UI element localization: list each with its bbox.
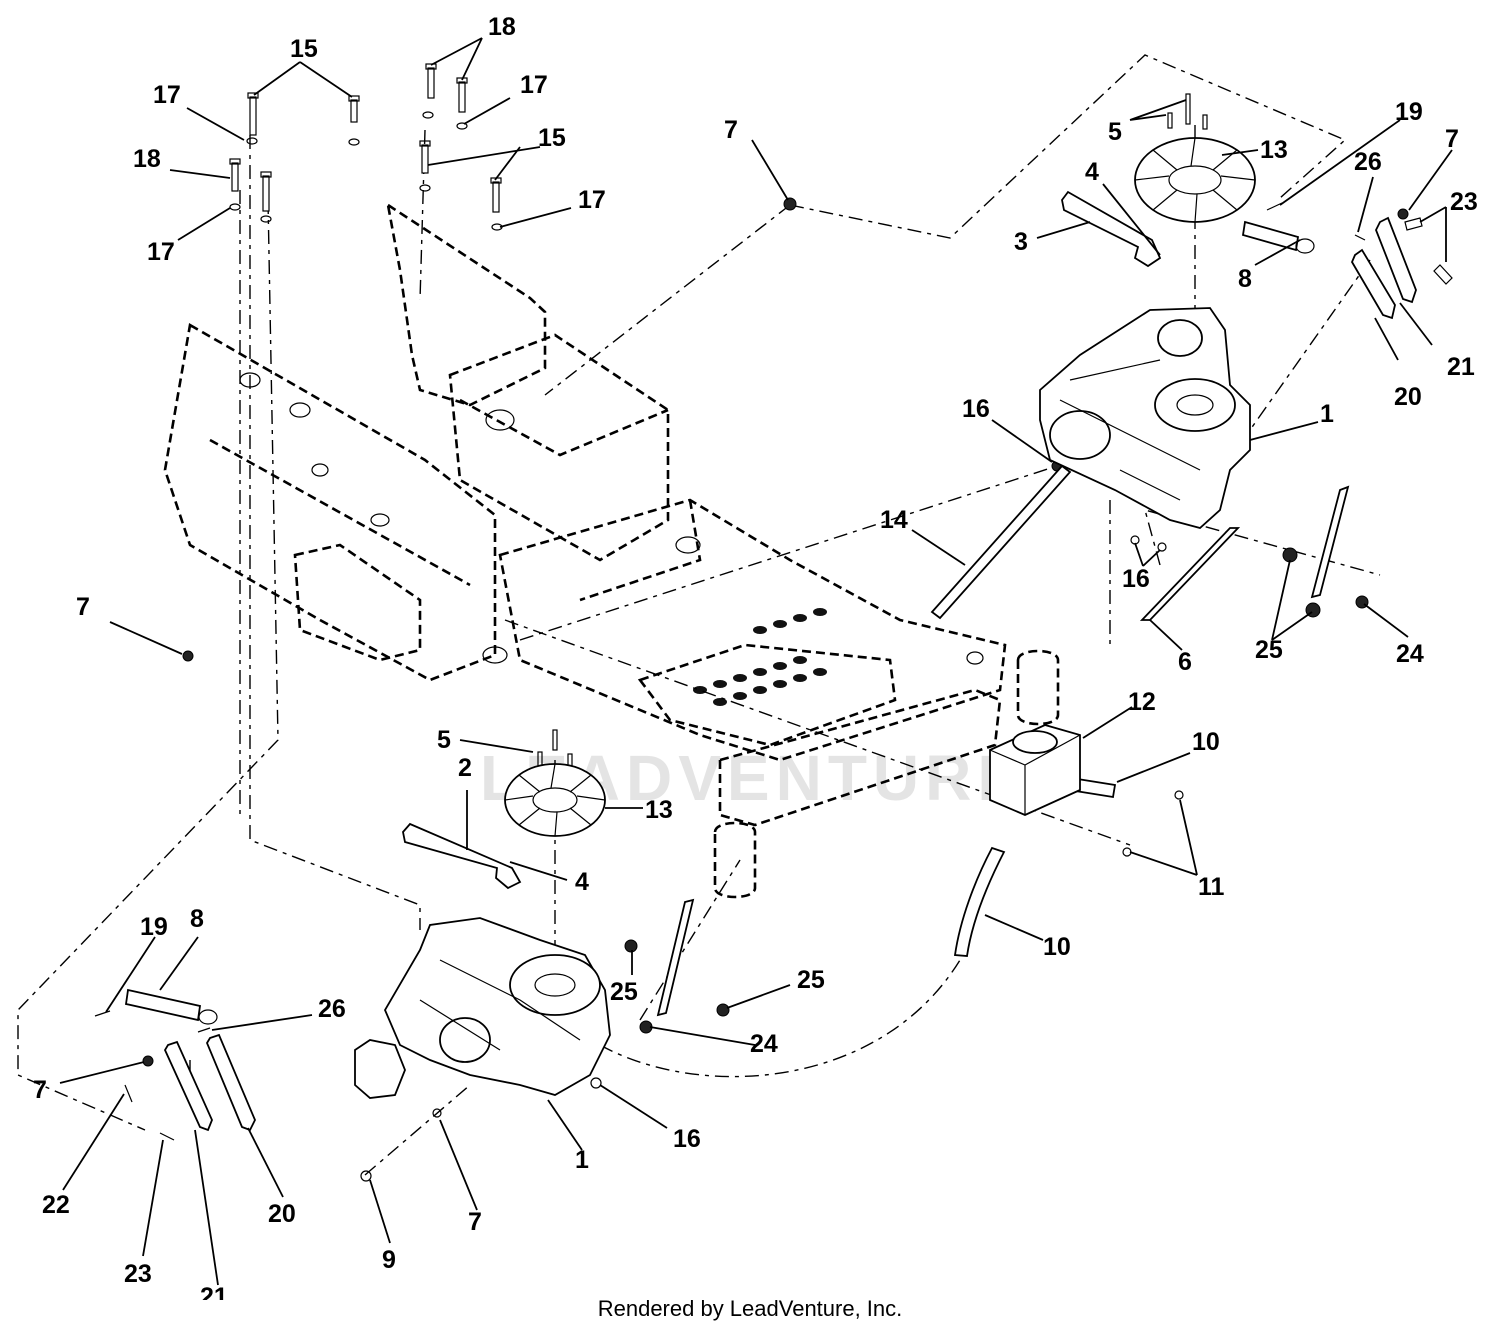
callout-15: 15 (538, 124, 566, 152)
callout-20: 20 (1394, 383, 1422, 411)
footer-credit: Rendered by LeadVenture, Inc. (597, 1296, 903, 1321)
callout-3: 3 (1014, 228, 1028, 256)
callout-14: 14 (880, 506, 908, 534)
callout-23: 23 (124, 1260, 152, 1288)
callout-15: 15 (290, 35, 318, 63)
fans (504, 137, 1256, 837)
callout-18: 18 (133, 145, 161, 173)
callout-21: 21 (200, 1283, 228, 1300)
callout-12: 12 (1128, 688, 1156, 716)
callout-13: 13 (645, 796, 673, 824)
callout-19: 19 (140, 913, 168, 941)
callout-24: 24 (1396, 640, 1424, 668)
callout-1: 1 (1320, 400, 1334, 428)
callout-7: 7 (33, 1076, 47, 1104)
callout-17: 17 (520, 71, 548, 99)
transaxles (354, 307, 1251, 1099)
callout-18: 18 (488, 13, 516, 41)
callout-16: 16 (673, 1125, 701, 1153)
callout-23: 23 (1450, 188, 1478, 216)
callout-21: 21 (1447, 353, 1475, 381)
callout-16: 16 (962, 395, 990, 423)
callout-25: 25 (797, 966, 825, 994)
callout-19: 19 (1395, 98, 1423, 126)
callout-7: 7 (724, 116, 738, 144)
callout-24: 24 (750, 1030, 778, 1058)
oil-reservoir-12 (989, 724, 1081, 816)
callout-16: 16 (1122, 565, 1150, 593)
callout-8: 8 (1238, 265, 1252, 293)
callout-13: 13 (1260, 136, 1288, 164)
callout-labels: 15 18 17 17 18 17 15 17 7 5 13 19 7 26 2… (33, 13, 1478, 1300)
callout-7: 7 (468, 1208, 482, 1236)
callout-10: 10 (1192, 728, 1220, 756)
callout-10: 10 (1043, 933, 1071, 961)
callout-25: 25 (1255, 636, 1283, 664)
assembly-lines (17, 54, 1381, 1176)
callout-5: 5 (1108, 118, 1122, 146)
hardware (94, 63, 1453, 1182)
callout-17: 17 (153, 81, 181, 109)
callout-20: 20 (268, 1200, 296, 1228)
linkages (124, 216, 1417, 1132)
callout-7: 7 (76, 593, 90, 621)
callout-1: 1 (575, 1146, 589, 1174)
callout-5: 5 (437, 726, 451, 754)
callout-11: 11 (1198, 873, 1225, 901)
callout-22: 22 (42, 1191, 70, 1219)
callout-2: 2 (458, 754, 472, 782)
callout-26: 26 (1354, 148, 1382, 176)
callout-4: 4 (1085, 158, 1099, 186)
callout-7: 7 (1445, 125, 1459, 153)
callout-17: 17 (578, 186, 606, 214)
parts-diagram: LEADVENTURE (17, 13, 1478, 1300)
callout-17: 17 (147, 238, 175, 266)
leader-lines (59, 37, 1453, 1286)
callout-25: 25 (610, 978, 638, 1006)
callout-9: 9 (382, 1246, 396, 1274)
callout-6: 6 (1178, 648, 1192, 676)
callout-26: 26 (318, 995, 346, 1023)
callout-4: 4 (575, 868, 589, 896)
callout-8: 8 (190, 905, 204, 933)
